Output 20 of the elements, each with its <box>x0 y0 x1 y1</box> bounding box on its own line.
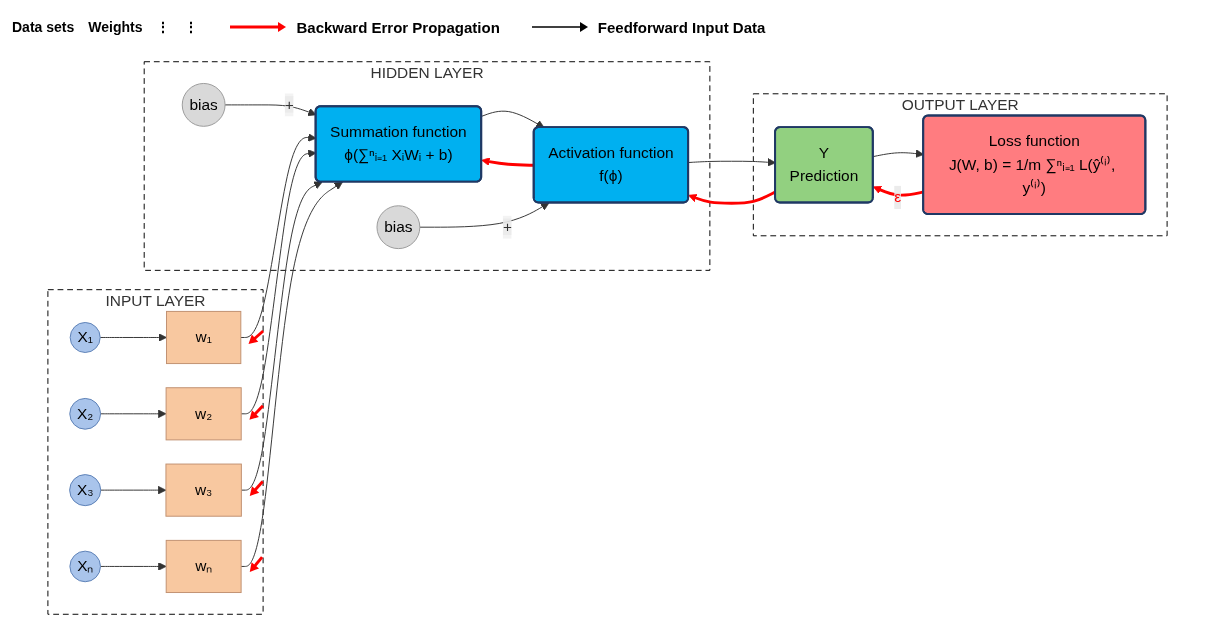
edge-label: + <box>284 96 294 113</box>
arrow <box>872 185 924 197</box>
node-circle: bias <box>181 83 226 127</box>
edge-label: + <box>502 218 512 235</box>
column-heading: ⋮ <box>156 19 171 35</box>
column-heading: Data sets <box>12 19 75 35</box>
node-box: wₙ <box>165 539 242 593</box>
node-circle: X₂ <box>69 397 102 430</box>
column-heading: ⋮ <box>184 19 199 35</box>
column-heading: Weights <box>88 19 143 35</box>
node-circle: X₁ <box>69 322 101 353</box>
node-box: w₁ <box>166 310 242 365</box>
node-circle: bias <box>376 205 421 250</box>
node-circle: X₃ <box>69 474 102 507</box>
node-box: w₂ <box>165 387 242 441</box>
legend-text: Backward Error Propagation <box>296 18 500 36</box>
node-circle: Xₙ <box>69 550 101 583</box>
legend-text: Feedforward Input Data <box>597 18 766 36</box>
node-box: w₃ <box>165 463 242 517</box>
edge-label: ε <box>894 188 902 206</box>
